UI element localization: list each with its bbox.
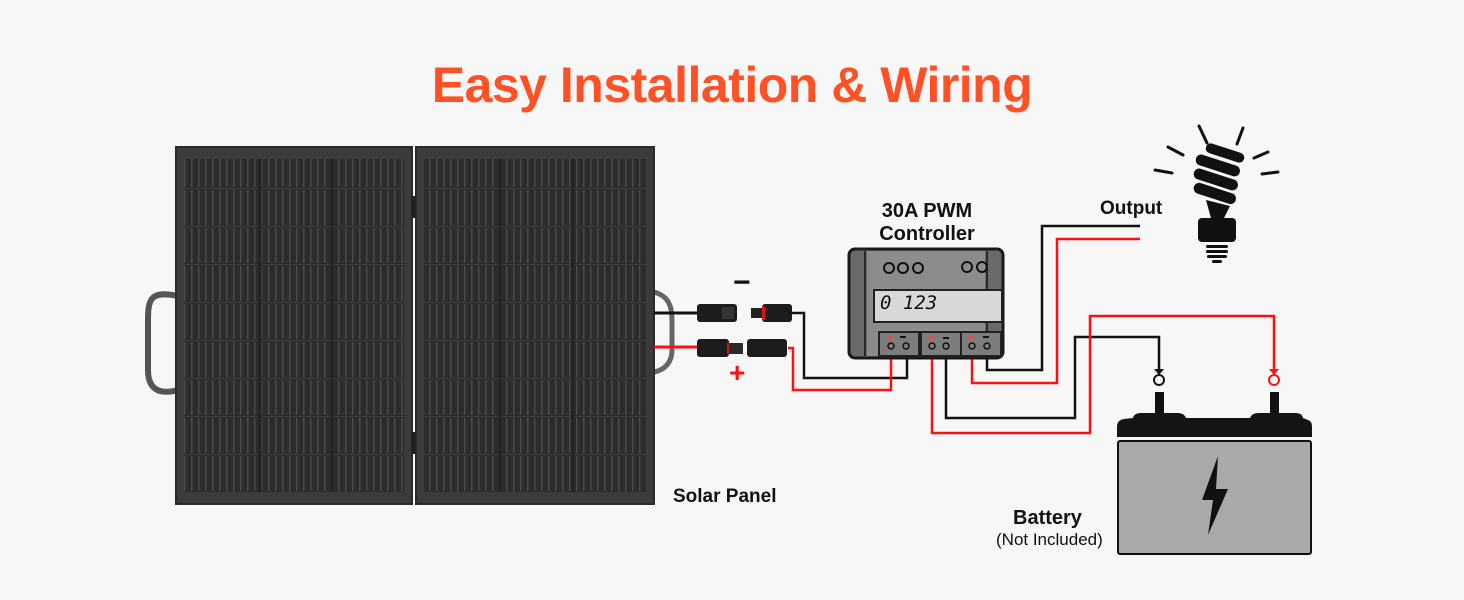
hinge [411,196,416,218]
terminal-plus-label: + [887,334,893,345]
mc4-connector-positive-male [697,339,743,357]
hinge [411,432,416,454]
indicator-led [976,261,988,273]
controller-label-line1: 30A PWM [881,200,973,222]
terminal-solar: + [887,334,910,350]
battery-label: Battery [1013,507,1082,529]
indicator-led [912,262,924,274]
lightning-bolt-icon [1202,456,1228,535]
output-label: Output [1100,198,1163,219]
negative-sign: − [733,266,751,299]
solar-panel-label: Solar Panel [673,486,777,507]
battery-negative-ring [1153,374,1165,386]
light-bulb-icon [1153,124,1280,263]
battery-positive-ring [1268,374,1280,386]
indicator-led [883,262,895,274]
wire-load-positive [970,237,1140,385]
positive-sign: + [729,357,746,388]
terminal-load: + [968,334,991,350]
mc4-connector-negative-female [751,304,792,322]
battery-note: (Not Included) [996,530,1103,549]
wire-solar-positive [788,346,893,392]
solar-panel [145,146,675,505]
terminal-battery: + [928,334,950,350]
lcd-display [873,289,1003,323]
mc4-connector-negative-male [697,304,737,322]
terminal-plus-label: + [928,334,934,345]
arrow-battery-negative [1154,369,1164,375]
page-title: Easy Installation & Wiring [431,57,1033,113]
indicator-led [897,262,909,274]
wire-battery-negative [944,335,1161,420]
wire-solar-negative [788,311,909,380]
terminal-plus-label: + [968,334,974,345]
pwm-controller: + + + [847,247,1005,360]
arrow-battery-positive [1269,369,1279,375]
mc4-connector-positive-female [747,339,787,357]
controller-label-line2: Controller [879,223,975,245]
wire-battery-positive [930,314,1276,435]
lcd-display-value: 0 123 [880,292,938,314]
battery [1117,392,1312,555]
panel-handle [145,291,179,395]
indicator-led [961,261,973,273]
wire-load-negative [985,224,1140,372]
